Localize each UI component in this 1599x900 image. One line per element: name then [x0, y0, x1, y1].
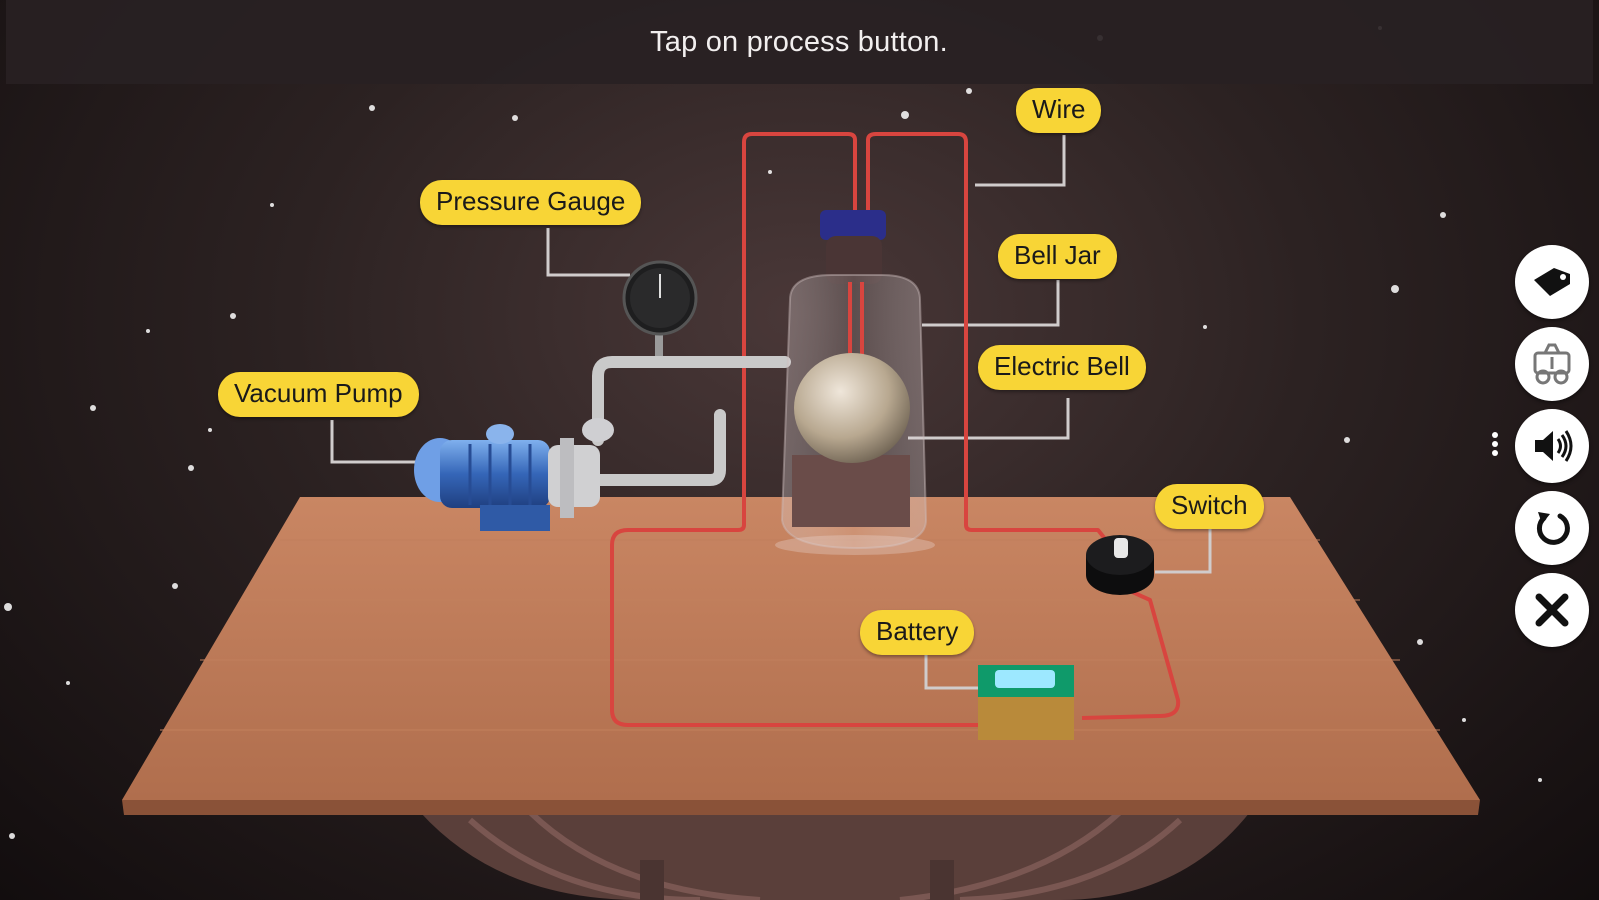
pressure-gauge	[622, 260, 698, 360]
label-wire[interactable]: Wire	[1016, 88, 1102, 133]
battery	[978, 665, 1074, 740]
label-connectors	[330, 135, 1212, 690]
process-button[interactable]	[1515, 327, 1589, 401]
speaker-icon	[1535, 430, 1573, 462]
close-icon	[1535, 593, 1569, 627]
label-electric-bell[interactable]: Electric Bell	[978, 345, 1146, 390]
instruction-text: Tap on process button.	[650, 25, 948, 58]
sound-button[interactable]	[1515, 409, 1589, 483]
vacuum-pump	[414, 418, 614, 531]
bell-jar	[775, 210, 935, 555]
label-tag-icon	[1534, 268, 1570, 296]
label-battery[interactable]: Battery	[860, 610, 975, 655]
reset-icon	[1536, 512, 1570, 545]
switch	[1086, 535, 1154, 595]
label-switch[interactable]: Switch	[1155, 484, 1264, 529]
vacuum-pipes	[592, 356, 791, 486]
label-vacuum-pump[interactable]: Vacuum Pump	[218, 372, 419, 417]
close-button[interactable]	[1515, 573, 1589, 647]
table-stand	[420, 809, 1250, 900]
label-bell-jar[interactable]: Bell Jar	[998, 234, 1117, 279]
reset-button[interactable]	[1515, 491, 1589, 565]
label-toggle-button[interactable]	[1515, 245, 1589, 319]
label-pressure-gauge[interactable]: Pressure Gauge	[420, 180, 642, 225]
process-machine-icon	[1533, 343, 1571, 385]
circuit-wires	[610, 132, 1181, 727]
instruction-bar: Tap on process button.	[6, 0, 1593, 84]
toolbar-drag-handle[interactable]	[1490, 430, 1500, 466]
